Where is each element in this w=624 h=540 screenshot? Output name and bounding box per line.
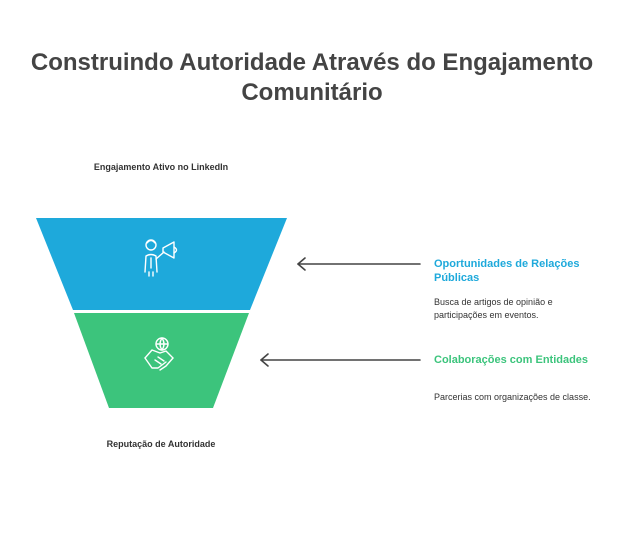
item-title-pr: Oportunidades de Relações Públicas	[434, 258, 580, 284]
arrow-2	[260, 353, 421, 367]
megaphone-person-icon	[144, 239, 178, 277]
page-title: Construindo Autoridade Através do Engaja…	[30, 49, 594, 106]
item-title-collab: Colaborações com Entidades	[434, 354, 589, 366]
handshake-globe-icon	[144, 337, 174, 371]
funnel-stage-1	[36, 218, 287, 310]
funnel-bottom-label: Reputação de Autoridade	[106, 439, 216, 449]
arrow-1	[297, 257, 421, 271]
item-desc-pr: Busca de artigos de opinião e participaç…	[434, 297, 553, 320]
funnel-top-label: Engajamento Ativo no LinkedIn	[93, 162, 229, 172]
item-desc-collab: Parcerias com organizações de classe.	[434, 392, 591, 402]
funnel-stage-2	[74, 313, 249, 408]
